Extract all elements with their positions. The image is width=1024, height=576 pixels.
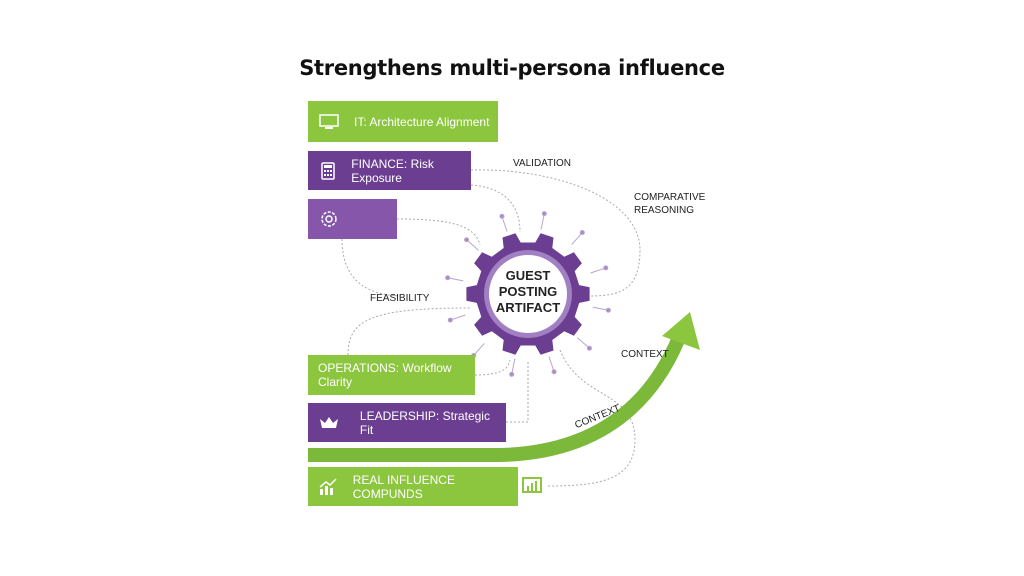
connector-leadership <box>506 360 529 423</box>
ray-line <box>548 356 555 372</box>
ray-line <box>571 232 583 245</box>
ray-arrowhead <box>603 265 609 271</box>
label-validation: VALIDATION <box>513 158 571 169</box>
crown-icon <box>318 412 340 434</box>
ray-line <box>592 306 609 311</box>
persona-unlabeled <box>308 199 397 239</box>
persona-it-label: IT: Architecture Alignment <box>354 114 490 129</box>
persona-finance-label: FINANCE: Risk Exposure <box>351 156 434 185</box>
ray-arrowhead <box>499 213 505 219</box>
outcome-label: REAL INFLUENCE COMPUNDS <box>352 472 455 501</box>
connector-validation <box>470 169 641 297</box>
persona-operations: OPERATIONS: Workflow Clarity <box>308 355 475 395</box>
center-line-3: ARTIFACT <box>495 300 561 315</box>
persona-leadership: LEADERSHIP: Strategic Fit <box>308 403 506 442</box>
monitor-icon <box>318 111 340 133</box>
connector-ops <box>474 359 511 376</box>
label-context-right: CONTEXT <box>621 349 669 360</box>
calculator-icon <box>318 160 337 182</box>
ray-arrowhead <box>605 307 611 313</box>
ray-arrowhead <box>579 230 585 236</box>
ray-line <box>511 358 516 375</box>
center-line-1: GUEST <box>505 268 551 283</box>
ray-line <box>577 337 590 349</box>
growth-chart-icon <box>318 476 339 498</box>
bar-chart-icon <box>522 477 542 495</box>
connector-context <box>547 349 636 487</box>
persona-it: IT: Architecture Alignment <box>308 101 498 142</box>
ray-line <box>466 239 479 251</box>
connector-ops-top <box>347 307 471 356</box>
label-reasoning: REASONING <box>634 205 695 216</box>
label-feasibility: FEASIBILITY <box>370 293 430 304</box>
growth-arrow-head <box>662 312 700 350</box>
outcome-box: REAL INFLUENCE COMPUNDS <box>308 467 518 506</box>
ray-line <box>540 213 545 230</box>
ray-line <box>501 216 508 232</box>
ray-arrowhead <box>586 345 592 351</box>
label-comparative-reasoning: COMPARATIVE REASONING <box>634 191 705 217</box>
ray-arrowhead <box>551 369 557 375</box>
center-line-2: POSTING <box>498 284 558 299</box>
ray-line <box>590 267 606 274</box>
ray-arrowhead <box>541 211 547 217</box>
label-comparative: COMPARATIVE <box>634 192 706 203</box>
connector-feasibility <box>341 238 401 297</box>
ray-line <box>447 277 464 282</box>
ray-arrowhead <box>464 237 470 243</box>
ray-arrowhead <box>509 371 515 377</box>
growth-arrow-shaft <box>308 337 685 462</box>
ray-line <box>450 314 466 321</box>
ray-arrowhead <box>445 275 451 281</box>
gear-icon <box>318 208 340 230</box>
persona-finance: FINANCE: Risk Exposure <box>308 151 471 190</box>
ray-arrowhead <box>447 317 453 323</box>
persona-leadership-label: LEADERSHIP: Strategic Fit <box>359 408 490 437</box>
center-label: GUEST POSTING ARTIFACT <box>488 268 568 316</box>
ray-line <box>473 343 485 356</box>
connector-finance-gear <box>470 184 521 233</box>
page-title: Strengthens multi-persona influence <box>299 56 725 80</box>
persona-operations-label: OPERATIONS: Workflow Clarity <box>318 361 452 389</box>
